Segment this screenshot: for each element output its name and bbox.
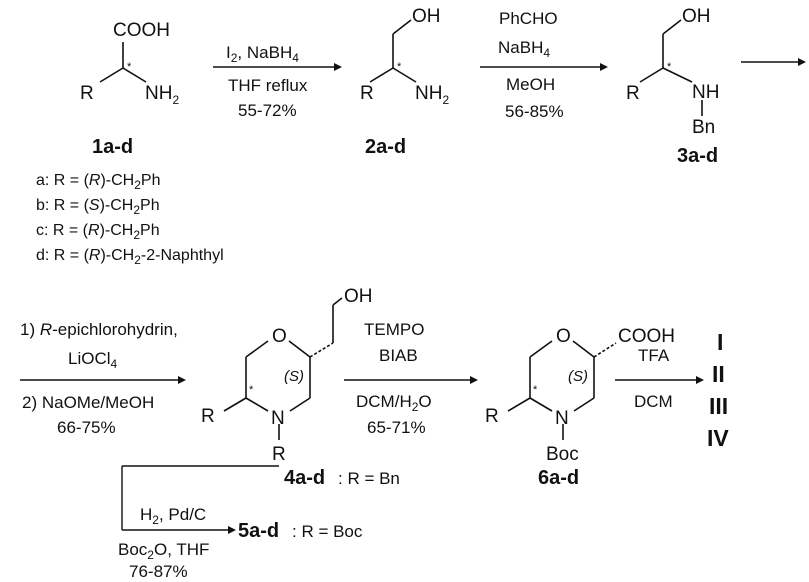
compound-4-label: 4a-d <box>284 467 325 489</box>
compound-1-label: 1a-d <box>92 136 133 158</box>
r-def-a: a: R = (R)-CH2Ph <box>36 172 161 192</box>
step-1-solvent: THF reflux <box>228 76 308 95</box>
compound-2-nh2: NH2 <box>415 83 449 107</box>
products-list: I II III IV <box>707 329 729 451</box>
step-3-reagent-3: 2) NaOMe/MeOH <box>22 393 154 412</box>
step-2-yield: 56-85% <box>505 102 564 121</box>
product-4: IV <box>707 425 729 451</box>
compound-3-stereocenter: * <box>667 61 672 73</box>
compound-1-r: R <box>80 83 94 104</box>
step-3-yield: 66-75% <box>57 418 116 437</box>
compound-5-r-group: : R = Boc <box>292 522 363 541</box>
compound-4-structure: O N R R OH * (S) <box>201 286 373 465</box>
step-3-arrow-out <box>741 58 806 66</box>
compound-6-boc: Boc <box>546 444 579 465</box>
step-2-reagent-1: PhCHO <box>499 9 558 28</box>
step-1-reagents: I2, NaBH4 <box>226 43 299 65</box>
product-1: I <box>717 329 723 355</box>
step-6: H2, Pd/C Boc2O, THF 76-87% <box>118 465 279 581</box>
step-1: I2, NaBH4 THF reflux 55-72% <box>213 43 342 120</box>
product-3: III <box>709 393 728 419</box>
compound-1-cooh: COOH <box>113 20 170 41</box>
step-4-reagent-2: BIAB <box>379 346 418 365</box>
compound-2-stereocenter: * <box>397 61 402 73</box>
compound-3-r: R <box>626 83 640 104</box>
compound-1-stereocenter: * <box>127 61 132 73</box>
compound-2-oh: OH <box>412 6 441 27</box>
compound-4-ring-o: O <box>272 326 287 347</box>
compound-2-label: 2a-d <box>365 136 406 158</box>
step-3: 1) R-epichlorohydrin, LiOCl4 2) NaOMe/Me… <box>20 320 186 437</box>
compound-1-nh2: NH2 <box>145 83 179 107</box>
step-6-reagent-2: Boc2O, THF <box>118 540 209 562</box>
step-4-yield: 65-71% <box>367 418 426 437</box>
step-4: TEMPO BIAB DCM/H2O 65-71% <box>344 320 478 437</box>
compound-4-n-r: R <box>272 444 286 465</box>
step-5: TFA DCM <box>615 346 704 411</box>
compound-4-ring-n: N <box>271 408 285 429</box>
compound-4-r: R <box>201 406 215 427</box>
compound-4-oh: OH <box>344 286 373 307</box>
compound-4-s-label: (S) <box>284 368 304 385</box>
step-4-solvent: DCM/H2O <box>356 392 432 414</box>
step-6-reagent-1: H2, Pd/C <box>140 505 206 527</box>
compound-3-bn: Bn <box>692 117 715 138</box>
r-def-b: b: R = (S)-CH2Ph <box>36 197 160 217</box>
step-5-solvent: DCM <box>634 392 673 411</box>
compound-6-ring-o: O <box>556 326 571 347</box>
compound-2-structure: OH * R NH2 <box>360 6 449 107</box>
compound-6-ring-n: N <box>555 408 569 429</box>
compound-1-structure: COOH * R NH2 <box>80 20 179 107</box>
compound-6-r: R <box>485 406 499 427</box>
compound-6-stereocenter: * <box>533 384 538 396</box>
step-2-solvent: MeOH <box>506 75 555 94</box>
step-4-reagent-1: TEMPO <box>364 320 424 339</box>
compound-3-oh: OH <box>682 6 711 27</box>
product-2: II <box>712 361 725 387</box>
compound-3-label: 3a-d <box>677 145 718 167</box>
compound-4-stereocenter: * <box>249 384 254 396</box>
compound-6-structure: O N R Boc COOH * (S) <box>485 326 675 465</box>
compound-2-r: R <box>360 83 374 104</box>
step-2-reagent-2: NaBH4 <box>498 38 550 60</box>
compound-6-label: 6a-d <box>538 467 579 489</box>
step-6-yield: 76-87% <box>129 562 188 581</box>
step-1-yield: 55-72% <box>238 101 297 120</box>
compound-3-nh: NH <box>692 82 719 103</box>
r-def-d: d: R = (R)-CH2-2-Naphthyl <box>36 247 224 267</box>
step-3-reagent-1: 1) R-epichlorohydrin, <box>20 320 178 339</box>
step-2: PhCHO NaBH4 MeOH 56-85% <box>480 9 608 121</box>
step-5-reagent: TFA <box>638 346 670 365</box>
r-definitions: a: R = (R)-CH2Ph b: R = (S)-CH2Ph c: R =… <box>36 172 224 267</box>
compound-3-structure: OH * R NH Bn <box>626 6 719 138</box>
compound-6-s-label: (S) <box>568 368 588 385</box>
compound-6-cooh: COOH <box>618 326 675 347</box>
step-3-reagent-2: LiOCl4 <box>68 349 118 371</box>
compound-5-label: 5a-d <box>238 520 279 542</box>
compound-4-r-group: : R = Bn <box>338 469 400 488</box>
r-def-c: c: R = (R)-CH2Ph <box>36 222 160 242</box>
